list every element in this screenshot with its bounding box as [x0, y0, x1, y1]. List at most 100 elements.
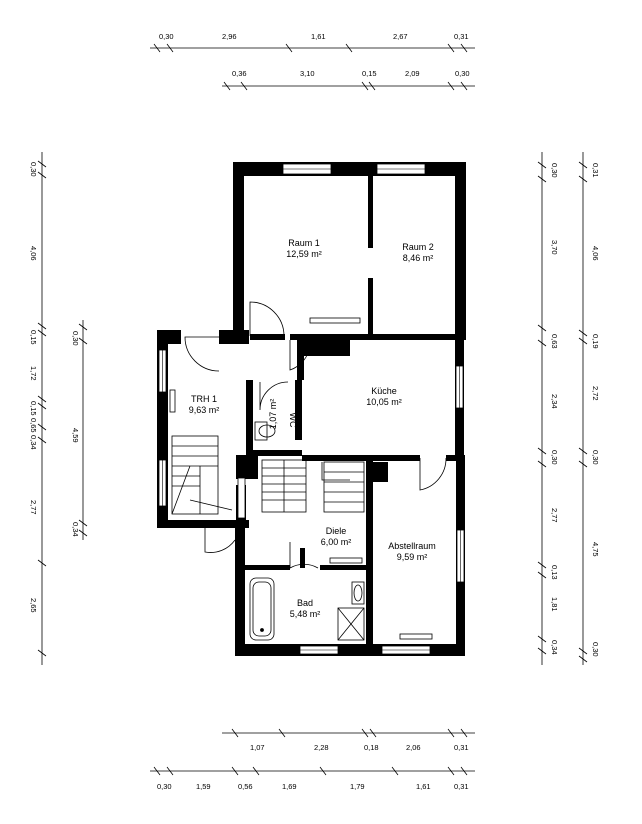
dim-label: 2,34 — [550, 394, 559, 409]
room-name: WC — [288, 413, 298, 428]
dim-label: 2,96 — [222, 32, 237, 41]
room-abstellraum: Abstellraum 9,59 m² — [388, 541, 436, 562]
dimension-bottom-outer: 0,30 1,59 0,56 1,69 1,79 1,61 0,31 — [150, 766, 475, 791]
dimension-top-inner: 0,36 3,10 0,15 2,09 0,30 — [222, 69, 475, 91]
windows — [158, 163, 465, 655]
door-wc — [259, 381, 289, 411]
dim-label: 2,28 — [314, 743, 329, 752]
dim-label: 0,31 — [591, 163, 600, 178]
dim-label: 4,06 — [29, 246, 38, 261]
dim-label: 0,36 — [232, 69, 247, 78]
room-area: 9,63 m² — [189, 405, 220, 415]
dimension-top-outer: 0,30 2,96 1,61 2,67 0,31 — [150, 32, 475, 53]
radiators — [169, 317, 433, 640]
dim-label: 0,30 — [591, 450, 600, 465]
dim-label: 0,34 — [550, 640, 559, 655]
doors — [184, 301, 447, 569]
door-diele-outer — [204, 528, 236, 553]
dim-label: 2,77 — [550, 508, 559, 523]
dim-label: 4,59 — [71, 428, 80, 443]
dim-label: 2,09 — [405, 69, 420, 78]
dim-label: 1,07 — [250, 743, 265, 752]
stairs-trh — [171, 435, 233, 515]
dimension-left-outer: 0,30 4,06 0,15 1,72 0,15 0,65 0,34 2,77 … — [29, 152, 47, 665]
door-kueche-lower — [321, 462, 350, 481]
dim-label: 0,30 — [550, 450, 559, 465]
dim-label: 0,15 — [362, 69, 377, 78]
room-bad: Bad 5,48 m² — [290, 598, 321, 619]
room-diele: Diele 6,00 m² — [321, 526, 352, 547]
toilet-wc — [254, 421, 276, 441]
room-area: 10,05 m² — [366, 397, 402, 407]
room-name: Raum 1 — [288, 238, 320, 248]
dim-label: 2,72 — [591, 386, 600, 401]
dim-label: 1,59 — [196, 782, 211, 791]
dim-label: 0,30 — [591, 642, 600, 657]
dim-label: 1,61 — [416, 782, 431, 791]
room-area: 8,46 m² — [403, 253, 434, 263]
dimension-left-inner: 0,30 4,59 0,34 — [71, 320, 88, 540]
room-name: Bad — [297, 598, 313, 608]
dimension-right-outer: 0,31 4,06 0,19 2,72 0,30 4,75 0,30 — [578, 152, 600, 665]
room-kueche: Küche 10,05 m² — [366, 386, 402, 407]
dimension-right-inner: 0,30 3,70 0,63 2,34 0,30 2,77 0,13 1,81 … — [537, 152, 559, 665]
room-name: Küche — [371, 386, 397, 396]
dim-label: 0,63 — [550, 334, 559, 349]
door-abstellraum — [419, 457, 447, 491]
room-name: Abstellraum — [388, 541, 436, 551]
room-name: Diele — [326, 526, 347, 536]
dim-label: 1,79 — [350, 782, 365, 791]
dim-label: 1,72 — [29, 366, 38, 381]
room-area: 5,48 m² — [290, 609, 321, 619]
dim-label: 0,30 — [71, 331, 80, 346]
dim-label: 0,30 — [29, 162, 38, 177]
room-area: 12,59 m² — [286, 249, 322, 259]
dim-label: 2,06 — [406, 743, 421, 752]
dim-label: 0,18 — [364, 743, 379, 752]
dim-label: 0,13 — [550, 565, 559, 580]
dim-label: 1,81 — [550, 597, 559, 612]
stairs-diele — [261, 459, 365, 513]
dim-label: 4,75 — [591, 542, 600, 557]
dim-label: 0,30 — [455, 69, 470, 78]
door-trh — [184, 336, 220, 372]
room-name: TRH 1 — [191, 394, 217, 404]
dim-label: 1,69 — [282, 782, 297, 791]
dim-label: 0,19 — [591, 334, 600, 349]
dim-label: 0,34 — [29, 435, 38, 450]
dim-label: 0,65 — [29, 418, 38, 433]
dim-label: 0,15 — [29, 401, 38, 416]
dim-label: 1,61 — [311, 32, 326, 41]
dim-label: 0,31 — [454, 743, 469, 752]
door-raum1 — [249, 301, 285, 337]
dimension-bottom-inner: 1,07 2,28 0,18 2,06 0,31 — [222, 728, 475, 752]
room-wc: WC 1,07 m² — [268, 399, 298, 430]
dim-label: 4,06 — [591, 246, 600, 261]
room-area: 9,59 m² — [397, 552, 428, 562]
room-area: 6,00 m² — [321, 537, 352, 547]
dim-label: 2,77 — [29, 500, 38, 515]
dim-label: 0,31 — [454, 782, 469, 791]
shower — [337, 607, 365, 641]
room-trh1: TRH 1 9,63 m² — [189, 394, 220, 415]
dim-label: 0,31 — [454, 32, 469, 41]
door-bad — [289, 542, 319, 569]
dim-label: 0,30 — [550, 163, 559, 178]
window-stair-side — [237, 477, 246, 519]
bathtub — [249, 577, 275, 641]
dim-label: 0,56 — [238, 782, 253, 791]
room-area: 1,07 m² — [268, 399, 278, 430]
washbasin — [351, 581, 365, 605]
dim-label: 2,65 — [29, 598, 38, 613]
dim-label: 2,67 — [393, 32, 408, 41]
dim-label: 3,10 — [300, 69, 315, 78]
door-kueche — [289, 340, 311, 371]
room-name: Raum 2 — [402, 242, 434, 252]
dim-label: 0,15 — [29, 330, 38, 345]
dim-label: 0,30 — [157, 782, 172, 791]
dim-label: 3,70 — [550, 240, 559, 255]
dim-label: 0,30 — [159, 32, 174, 41]
room-raum1: Raum 1 12,59 m² — [286, 238, 322, 259]
dim-label: 0,34 — [71, 522, 80, 537]
